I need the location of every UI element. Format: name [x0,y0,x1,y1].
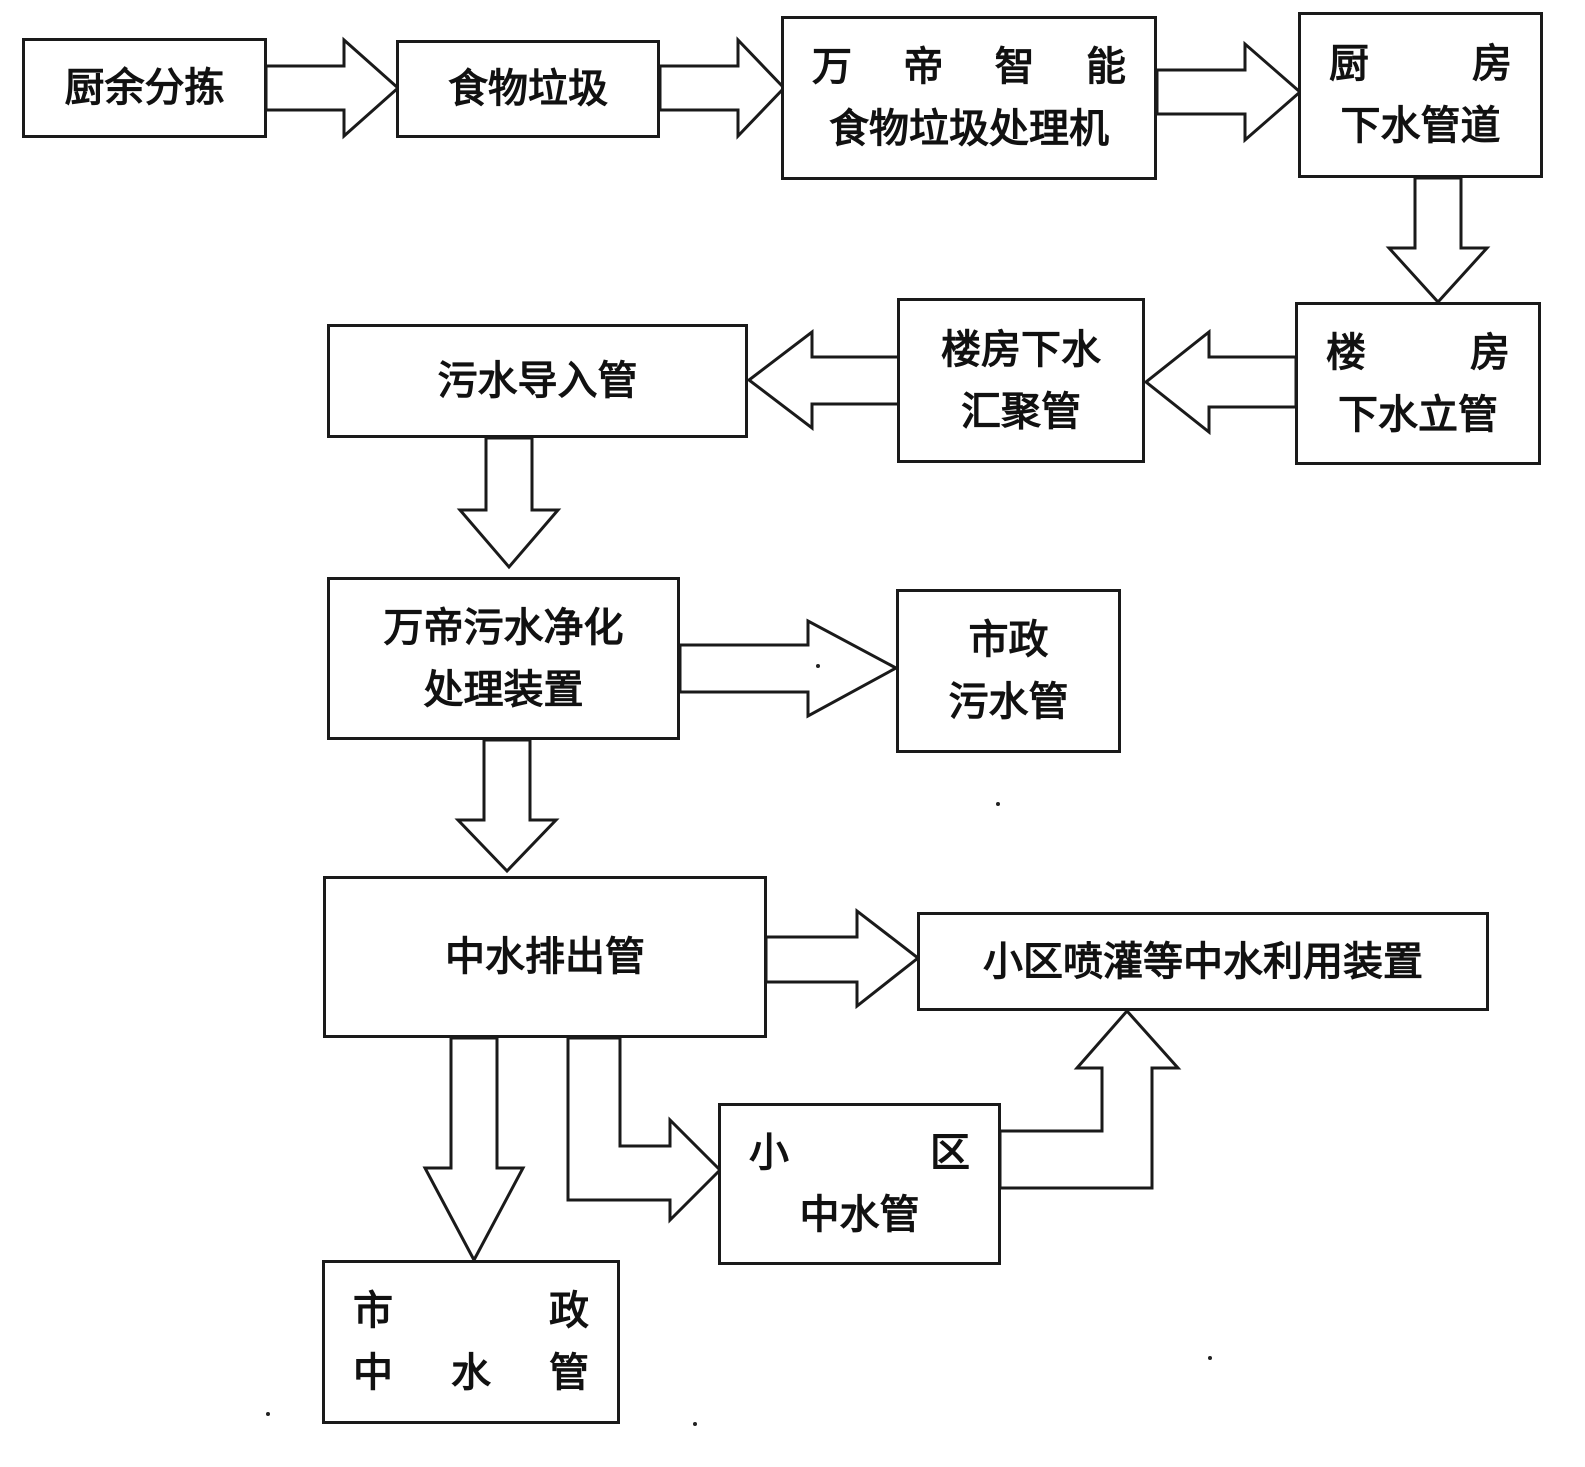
node-building-collector: 楼房下水汇聚管 [897,298,1145,463]
node-text-line: 食物垃圾 [399,58,657,120]
speck [693,1422,697,1426]
node-text: 食物垃圾 [448,66,608,112]
node-food-waste: 食物垃圾 [396,40,660,138]
node-text: 污水管 [948,679,1069,725]
node-reuse-devices: 小区喷灌等中水利用装置 [917,912,1489,1011]
node-text: 智 [994,44,1035,90]
node-text: 小区喷灌等中水利用装置 [983,938,1423,985]
node-text: 下水管道 [1340,103,1501,149]
node-text-line: 处理装置 [330,659,677,721]
node-text-line: 厨余分拣 [25,57,264,119]
node-text: 万 [812,44,852,90]
node-text-line: 小区喷灌等中水利用装置 [920,931,1486,993]
node-text: 政 [549,1288,589,1334]
arrow-food-waste-to-processor [658,36,787,140]
speck [1208,1356,1212,1360]
arrow-inlet-to-purifier [456,436,562,570]
arrow-outlet-to-reuse [764,907,921,1010]
arrow-kitchen-drain-to-riser [1385,176,1491,305]
node-kitchen-drain: 厨房下水管道 [1298,12,1543,178]
node-municipal-reclaimed: 市政中水管 [322,1260,620,1424]
speck [816,664,820,668]
node-text: 下水立管 [1338,391,1498,438]
node-text-line: 污水导入管 [330,350,745,412]
node-text-line: 污水管 [899,671,1118,733]
node-text-line: 中水管 [721,1184,998,1246]
arrow-purifier-to-outlet [454,738,560,874]
node-building-riser: 楼房下水立管 [1295,302,1541,465]
arrow-purifier-to-municipal-sewer [678,618,900,719]
node-text: 市 [353,1288,393,1334]
node-text-line: 万帝智能 [784,36,1154,98]
arrow-collector-to-inlet [746,328,901,432]
node-text: 中水排出管 [445,934,645,980]
node-municipal-sewer: 市政污水管 [896,589,1121,753]
node-text: 厨余分拣 [64,65,225,111]
arrow-outlet-to-community-reclaimed [566,1036,723,1224]
node-text-line: 市政 [899,609,1118,671]
node-text: 中水管 [799,1192,920,1238]
node-text: 楼房下水 [941,326,1101,373]
node-text: 房 [1470,329,1510,376]
node-reclaimed-outlet: 中水排出管 [323,876,767,1038]
node-text-line: 下水管道 [1301,95,1540,157]
node-text-line: 楼房 [1298,322,1538,384]
node-text-line: 厨房 [1301,33,1540,95]
node-text-line: 中水排出管 [326,926,764,988]
node-text-line: 楼房下水 [900,319,1142,381]
arrow-sorting-to-food-waste [264,36,401,140]
arrow-processor-to-kitchen-drain [1155,40,1303,144]
arrow-outlet-to-municipal-reclaimed [422,1036,526,1264]
node-text: 帝 [903,44,944,90]
node-text: 处理装置 [423,666,584,713]
node-text: 汇聚管 [961,388,1081,435]
speck [266,1412,270,1416]
arrow-riser-to-collector [1143,328,1298,436]
node-text: 万帝污水净化 [383,604,624,651]
node-text-line: 食物垃圾处理机 [784,98,1154,160]
node-text: 污水导入管 [437,358,638,404]
node-text-line: 汇聚管 [900,381,1142,443]
node-sewage-inlet: 污水导入管 [327,324,748,438]
node-text-line: 下水立管 [1298,384,1538,446]
node-text: 食物垃圾处理机 [829,106,1109,152]
node-purifier: 万帝污水净化处理装置 [327,577,680,740]
speck [996,802,1000,806]
node-text-line: 万帝污水净化 [330,597,677,659]
node-text-line: 中水管 [325,1342,617,1404]
node-text: 厨 [1329,41,1369,87]
node-text: 房 [1472,41,1512,87]
node-text: 水 [451,1350,491,1396]
node-text: 能 [1085,44,1126,90]
node-text-line: 小区 [721,1122,998,1184]
node-processor: 万 帝 智 能食物垃圾处理机 [781,16,1157,180]
arrow-community-to-reuse [998,1008,1182,1190]
node-text: 中 [353,1350,393,1396]
node-kitchen-sorting: 厨余分拣 [22,38,267,138]
node-text-line: 市政 [325,1280,617,1342]
node-text: 楼 [1326,329,1366,376]
node-text: 管 [549,1350,589,1396]
node-text: 市政 [968,617,1049,663]
node-community-reclaimed: 小区中水管 [718,1103,1001,1265]
node-text: 小 [749,1130,789,1176]
node-text: 区 [930,1130,970,1176]
